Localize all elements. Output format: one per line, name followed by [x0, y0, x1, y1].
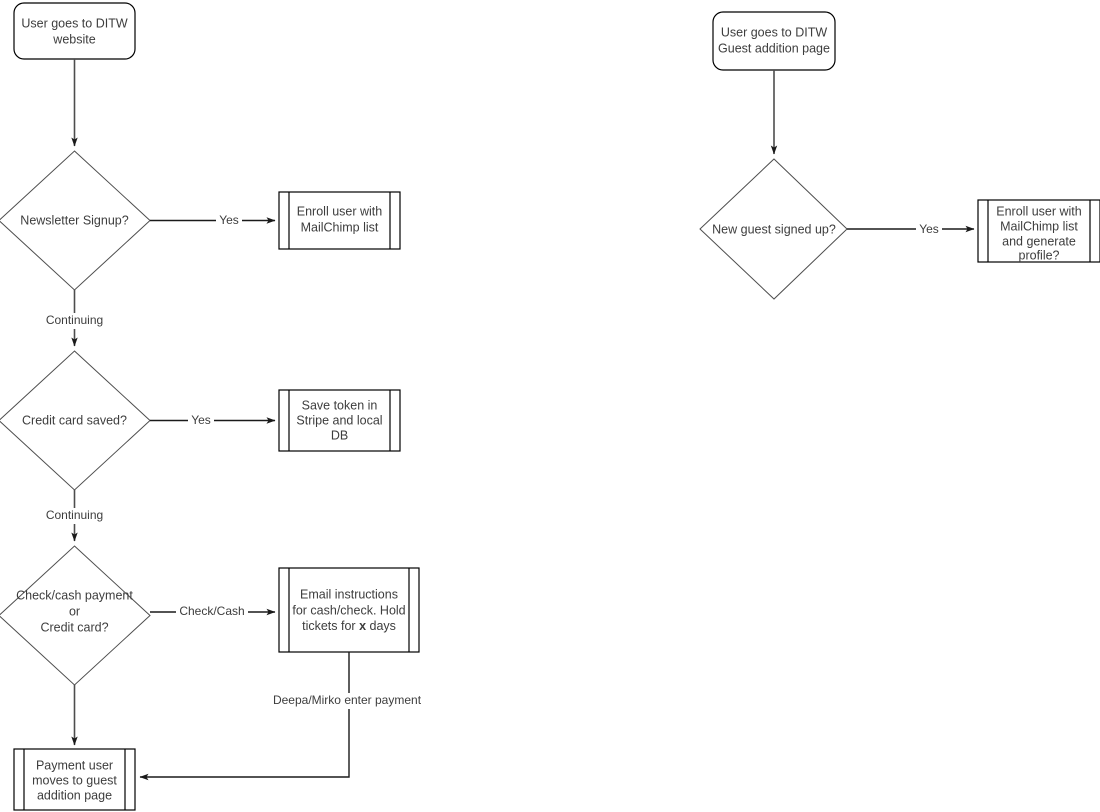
node-enroll-user-mailchimp-list[interactable]: Enroll user with MailChimp list	[278, 191, 401, 250]
node-label-line-3-variable: x	[359, 619, 366, 633]
edge-label-manual-entry: Deepa/Mirko enter payment	[273, 693, 422, 707]
edge-label-bg	[188, 413, 214, 428]
predefined-process-shape	[278, 567, 420, 653]
edge-label-credit-card-continuing: Continuing	[46, 508, 103, 522]
edge-label-newsletter-yes: Yes	[219, 213, 239, 227]
edge-label-bg	[176, 604, 248, 619]
node-new-guest-signed-up-decision[interactable]: New guest signed up?	[699, 158, 848, 300]
edge-label-bg	[916, 222, 942, 237]
node-label-line-1: Payment user	[36, 758, 113, 772]
node-label-line-2: or	[69, 604, 80, 618]
node-label: Newsletter Signup?	[20, 213, 128, 227]
node-label-line-3-part-3: days	[366, 619, 396, 633]
node-label-line-3: DB	[331, 428, 348, 442]
predefined-process-shape	[278, 389, 401, 452]
node-email-instructions-hold-tickets[interactable]: Email instructions for cash/check. Hold …	[278, 567, 420, 653]
node-label-line-3: Credit card?	[40, 620, 108, 634]
connector-manual-payment-entry	[139, 652, 350, 781]
node-label-line-2: moves to guest	[32, 773, 117, 787]
edge-label-bg	[40, 508, 110, 524]
edge-label-credit-card-yes: Yes	[191, 413, 211, 427]
predefined-process-shape	[278, 191, 401, 250]
node-label-line-2: Stripe and local	[296, 413, 382, 427]
edge-label-newsletter-continuing: Continuing	[46, 313, 103, 327]
node-label-line-3-part-1: tickets for	[302, 619, 359, 633]
node-check-cash-or-credit-decision[interactable]: Check/cash payment or Credit card?	[0, 545, 151, 686]
decision-shape	[699, 158, 848, 300]
node-label-line-2: MailChimp list	[1000, 219, 1078, 233]
predefined-process-bars	[23, 749, 126, 810]
node-label-line-1: Email instructions	[300, 587, 398, 601]
edge-label-bg	[268, 693, 426, 709]
node-payment-user-moves-to-guest-addition[interactable]: Payment user moves to guest addition pag…	[13, 748, 136, 811]
predefined-process-bars	[288, 390, 391, 451]
node-label-line-1: Enroll user with	[297, 204, 382, 218]
node-label-line-3: tickets for x days	[302, 619, 396, 633]
node-label: Credit card saved?	[22, 413, 127, 427]
node-user-goes-to-ditw-website[interactable]: User goes to DITW website	[13, 2, 136, 60]
predefined-process-bars	[987, 200, 1091, 262]
node-label-line-1: Save token in	[302, 398, 378, 412]
node-label-line-3: addition page	[37, 788, 112, 802]
predefined-process-bars	[288, 192, 391, 249]
node-credit-card-saved-decision[interactable]: Credit card saved?	[0, 350, 151, 491]
node-enroll-user-mailchimp-generate-profile[interactable]: Enroll user with MailChimp list and gene…	[977, 199, 1100, 263]
edge-label-bg	[216, 213, 242, 228]
node-label-line-1: User goes to DITW	[21, 16, 127, 30]
node-label-line-1: User goes to DITW	[721, 25, 827, 39]
predefined-process-shape	[977, 199, 1100, 263]
node-label-line-1: Check/cash payment	[16, 588, 133, 602]
node-label-line-4: profile?	[1019, 248, 1060, 262]
node-user-goes-to-ditw-guest-addition-page[interactable]: User goes to DITW Guest addition page	[712, 11, 836, 71]
node-label: New guest signed up?	[712, 222, 836, 236]
node-label-line-2: for cash/check. Hold	[292, 603, 405, 617]
terminator-shape	[13, 2, 136, 60]
node-label-line-1: Enroll user with	[996, 204, 1081, 218]
edge-label-bg	[40, 313, 110, 329]
node-label-line-2: website	[52, 32, 95, 46]
predefined-process-bars	[288, 568, 410, 652]
node-label-line-2: Guest addition page	[718, 41, 830, 55]
predefined-process-shape	[13, 748, 136, 811]
node-label-line-3: and generate	[1002, 234, 1076, 248]
edge-label-new-guest-yes: Yes	[919, 222, 939, 236]
node-label-line-2: MailChimp list	[301, 220, 379, 234]
node-save-token-stripe-local-db[interactable]: Save token in Stripe and local DB	[278, 389, 401, 452]
edge-label-payment-check-cash: Check/Cash	[179, 604, 244, 618]
node-newsletter-signup-decision[interactable]: Newsletter Signup?	[0, 150, 151, 291]
